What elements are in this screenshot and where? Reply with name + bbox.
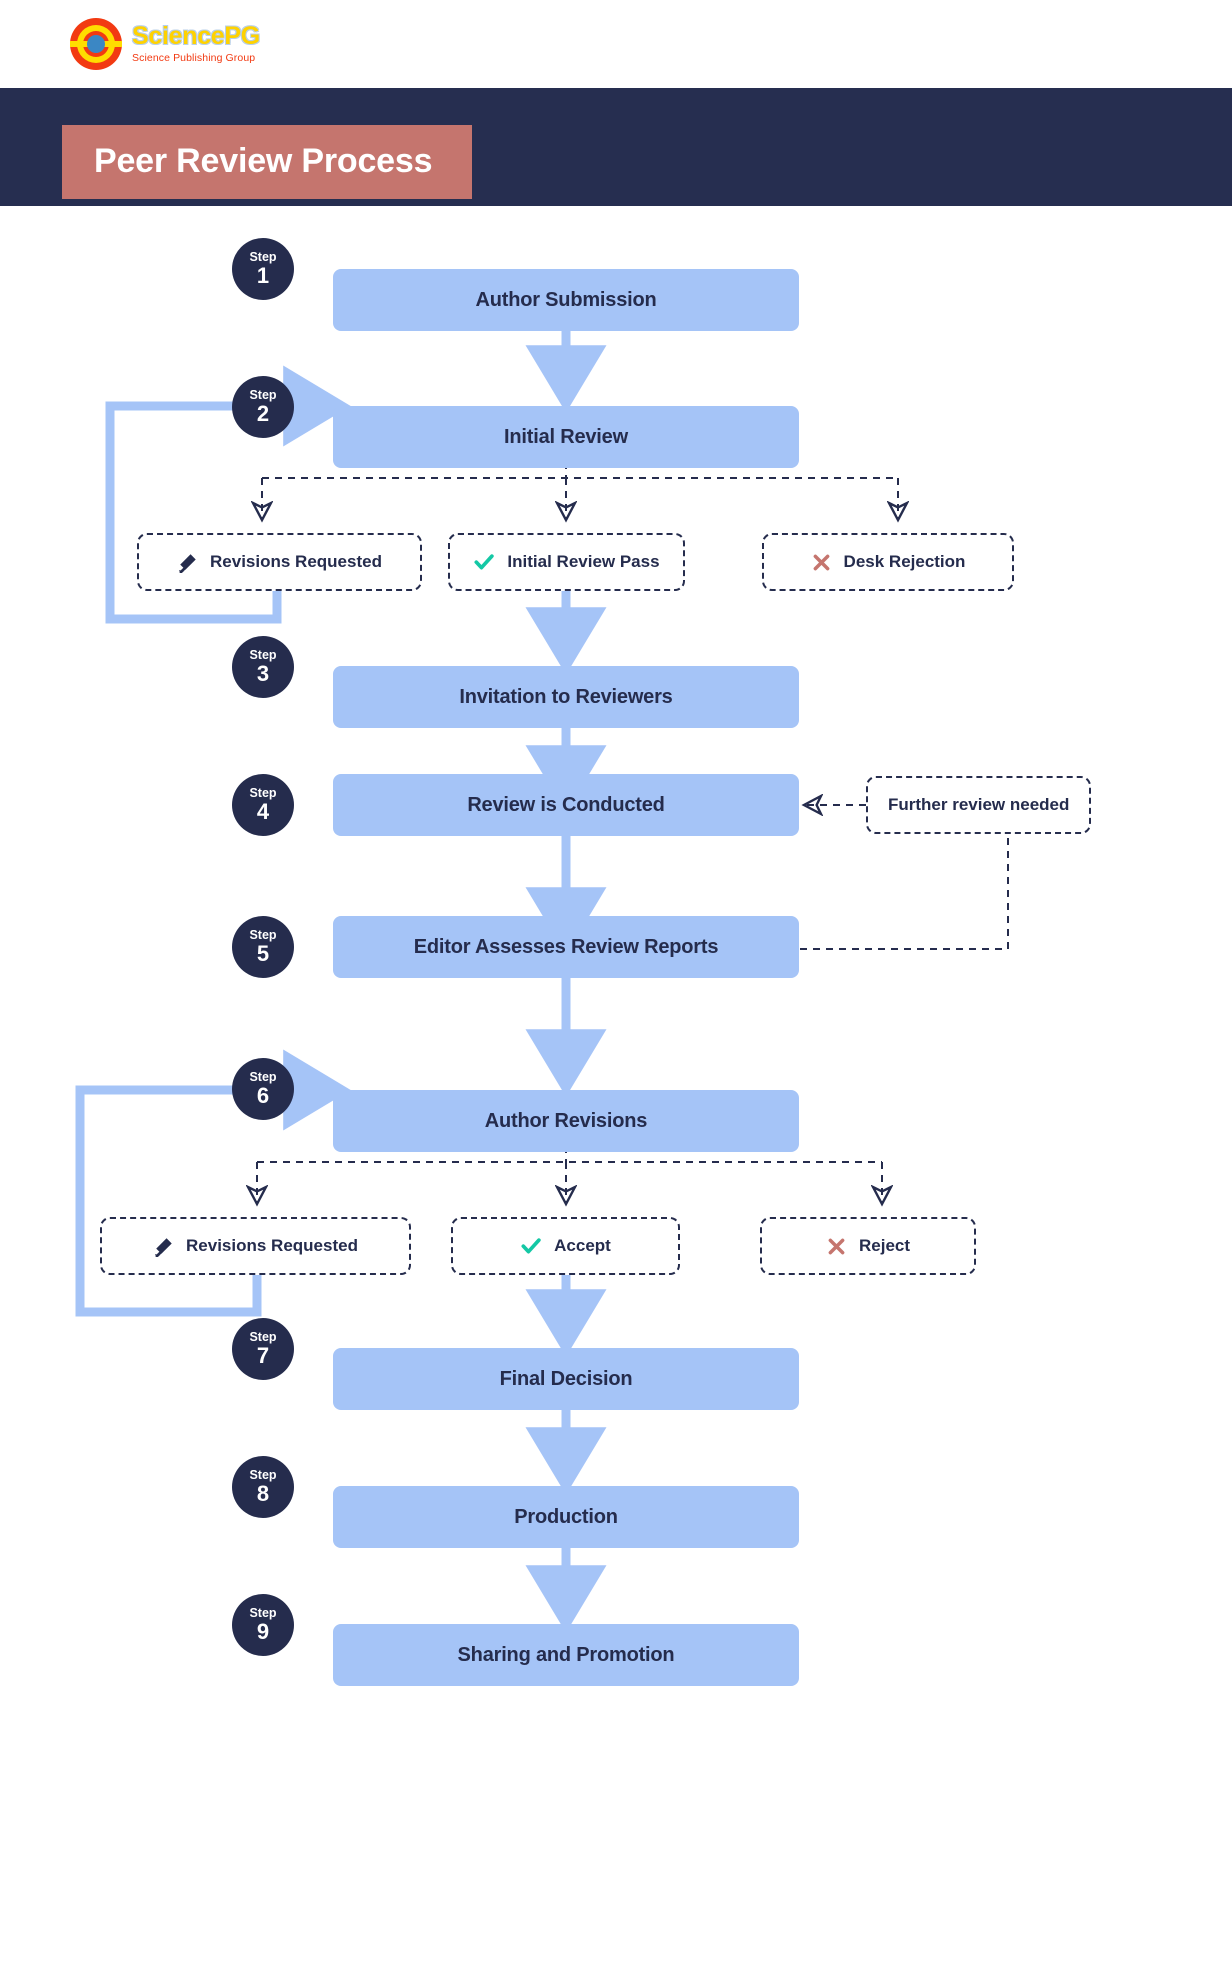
step-badge-8: Step 8 bbox=[232, 1456, 294, 1518]
step-title-7: Final Decision bbox=[499, 1367, 633, 1390]
step-box-initial-review[interactable]: Initial Review bbox=[333, 406, 799, 468]
header-band: Peer Review Process bbox=[0, 88, 1232, 206]
step-title-2: Initial Review bbox=[504, 425, 628, 448]
decision-revisions-requested-1[interactable]: Revisions Requested bbox=[137, 533, 422, 591]
step-title-4: Review is Conducted bbox=[467, 793, 665, 816]
step-badge-label-3: Step bbox=[249, 647, 277, 662]
page-title-box: Peer Review Process bbox=[62, 125, 473, 199]
step-title-9: Sharing and Promotion bbox=[457, 1643, 675, 1666]
side-note-further-review-needed[interactable]: Further review needed bbox=[866, 776, 1092, 834]
step-badge-1: Step 1 bbox=[232, 238, 294, 300]
step-badge-number-2: 2 bbox=[256, 401, 270, 427]
decision-accept[interactable]: Accept bbox=[451, 1217, 680, 1275]
brand-tagline: Science Publishing Group bbox=[132, 52, 256, 65]
step-box-editor-assesses-review-reports[interactable]: Editor Assesses Review Reports bbox=[333, 916, 799, 978]
decision-label: Desk Rejection bbox=[843, 552, 966, 571]
step-box-review-is-conducted[interactable]: Review is Conducted bbox=[333, 774, 799, 836]
step-badge-label-5: Step bbox=[249, 927, 277, 942]
step-title-8: Production bbox=[514, 1505, 618, 1528]
decision-label: Revisions Requested bbox=[186, 1236, 358, 1255]
step-box-author-submission[interactable]: Author Submission bbox=[333, 269, 799, 331]
side-note-label: Further review needed bbox=[888, 795, 1070, 814]
step-title-3: Invitation to Reviewers bbox=[459, 685, 673, 708]
step-badge-label-1: Step bbox=[249, 249, 277, 264]
pencil-icon bbox=[153, 1236, 174, 1257]
check-icon bbox=[520, 1235, 542, 1257]
step-box-final-decision[interactable]: Final Decision bbox=[333, 1348, 799, 1410]
cross-icon bbox=[811, 552, 832, 573]
step-badge-label-8: Step bbox=[249, 1467, 277, 1482]
step-title-1: Author Submission bbox=[475, 288, 657, 311]
step-badge-number-1: 1 bbox=[256, 263, 270, 289]
step-badge-number-3: 3 bbox=[256, 661, 270, 687]
pencil-icon bbox=[177, 552, 198, 573]
decision-label: Revisions Requested bbox=[210, 552, 382, 571]
decision-label: Reject bbox=[858, 1236, 911, 1255]
step-badge-label-2: Step bbox=[249, 387, 277, 402]
step-badge-7: Step 7 bbox=[232, 1318, 294, 1380]
step-badge-9: Step 9 bbox=[232, 1594, 294, 1656]
decision-initial-review-pass[interactable]: Initial Review Pass bbox=[448, 533, 685, 591]
step-badge-label-4: Step bbox=[249, 785, 277, 800]
decision-label: Initial Review Pass bbox=[507, 552, 660, 571]
step-box-production[interactable]: Production bbox=[333, 1486, 799, 1548]
step-badge-5: Step 5 bbox=[232, 916, 294, 978]
sciencepg-circle-logo-icon bbox=[70, 18, 122, 70]
step-badge-6: Step 6 bbox=[232, 1058, 294, 1120]
step-badge-4: Step 4 bbox=[232, 774, 294, 836]
check-icon bbox=[473, 551, 495, 573]
step-badge-2: Step 2 bbox=[232, 376, 294, 438]
step-badge-number-4: 4 bbox=[256, 799, 270, 825]
step-box-sharing-and-promotion[interactable]: Sharing and Promotion bbox=[333, 1624, 799, 1686]
step-badge-label-7: Step bbox=[249, 1329, 277, 1344]
decision-label: Accept bbox=[554, 1236, 611, 1255]
brand-logo[interactable]: SciencePG Science Publishing Group bbox=[70, 18, 260, 70]
step-badge-number-7: 7 bbox=[256, 1343, 270, 1369]
page-title: Peer Review Process bbox=[94, 141, 433, 180]
step-title-5: Editor Assesses Review Reports bbox=[413, 935, 719, 958]
decision-revisions-requested-2[interactable]: Revisions Requested bbox=[100, 1217, 411, 1275]
step-badge-3: Step 3 bbox=[232, 636, 294, 698]
flowchart-canvas: Step 1 Author Submission Step 2 Initial … bbox=[0, 206, 1232, 1986]
step-badge-number-6: 6 bbox=[256, 1083, 270, 1109]
decision-reject[interactable]: Reject bbox=[760, 1217, 976, 1275]
step-title-6: Author Revisions bbox=[484, 1109, 648, 1132]
cross-icon bbox=[826, 1236, 847, 1257]
step-badge-label-9: Step bbox=[249, 1605, 277, 1620]
step-badge-number-9: 9 bbox=[256, 1619, 270, 1645]
step-badge-number-8: 8 bbox=[256, 1481, 270, 1507]
step-box-author-revisions[interactable]: Author Revisions bbox=[333, 1090, 799, 1152]
step-box-invitation-to-reviewers[interactable]: Invitation to Reviewers bbox=[333, 666, 799, 728]
logo-bar: SciencePG Science Publishing Group bbox=[0, 0, 1232, 88]
brand-name: SciencePG bbox=[132, 22, 260, 51]
step-badge-label-6: Step bbox=[249, 1069, 277, 1084]
decision-desk-rejection[interactable]: Desk Rejection bbox=[762, 533, 1014, 591]
step-badge-number-5: 5 bbox=[256, 941, 270, 967]
